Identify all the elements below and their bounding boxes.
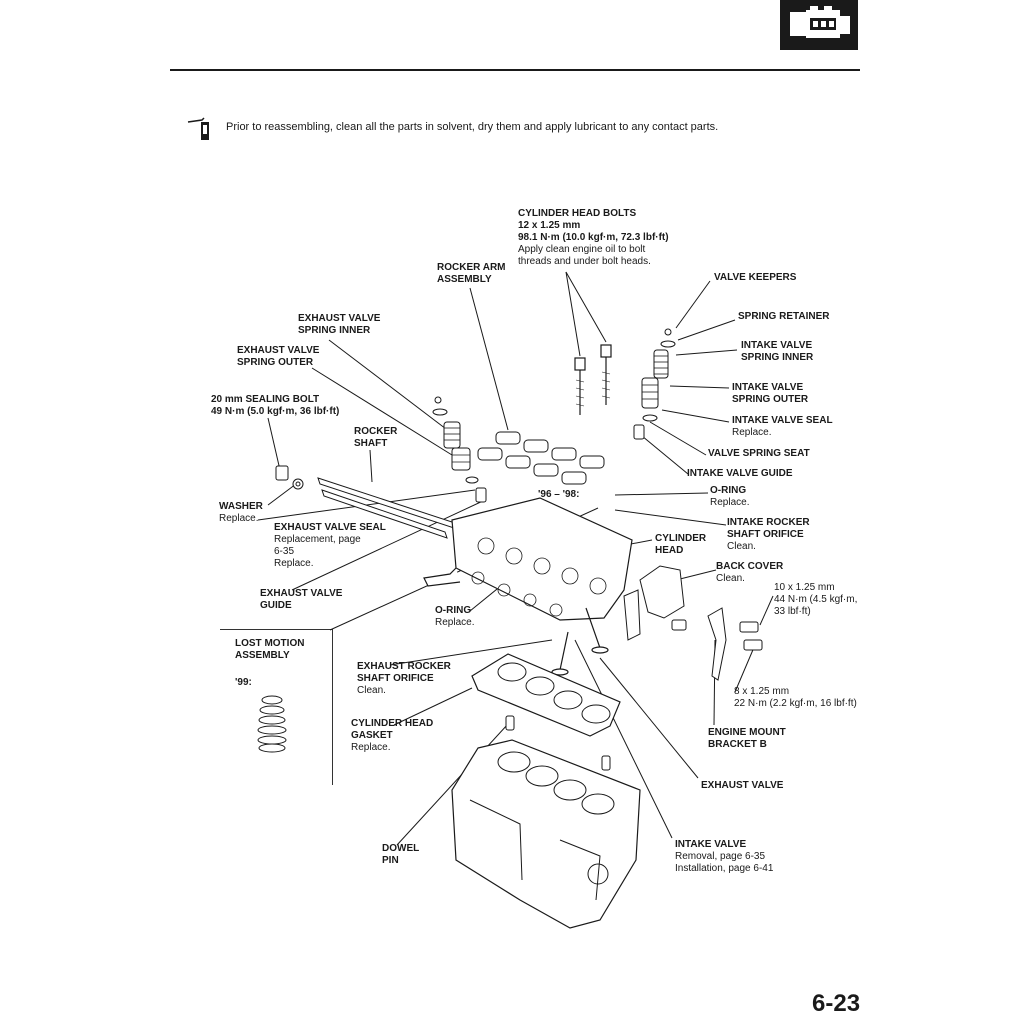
label-dowel-pin: DOWEL PIN bbox=[382, 843, 420, 866]
label-year-96-98: '96 – '98: bbox=[538, 489, 580, 500]
label-exhaust-valve-guide: EXHAUST VALVE GUIDE bbox=[260, 588, 343, 611]
label-intake-rocker-shaft-orifice: INTAKE ROCKER SHAFT ORIFICE Clean. bbox=[727, 517, 810, 552]
tools-note-icon bbox=[187, 117, 209, 140]
label-washer: WASHER Replace. bbox=[219, 501, 263, 524]
engine-icon bbox=[780, 0, 858, 50]
label-exhaust-valve-spring-outer: EXHAUST VALVE SPRING OUTER bbox=[237, 345, 320, 368]
label-exhaust-valve: EXHAUST VALVE bbox=[701, 780, 784, 791]
lost-motion-box bbox=[220, 629, 333, 785]
label-cylinder-head-gasket: CYLINDER HEAD GASKET Replace. bbox=[351, 718, 434, 753]
label-spring-retainer: SPRING RETAINER bbox=[738, 311, 830, 322]
reassembly-note: Prior to reassembling, clean all the par… bbox=[226, 121, 719, 133]
label-intake-valve-spring-outer: INTAKE VALVE SPRING OUTER bbox=[732, 382, 809, 405]
label-lost-motion-year: '99: bbox=[235, 677, 252, 688]
label-intake-valve-guide: INTAKE VALVE GUIDE bbox=[687, 468, 793, 479]
label-bolt-10mm: 10 x 1.25 mm 44 N·m (4.5 kgf·m, 33 lbf·f… bbox=[774, 582, 858, 617]
label-intake-valve-seal: INTAKE VALVE SEAL Replace. bbox=[732, 415, 833, 438]
label-intake-valve: INTAKE VALVE Removal, page 6-35 Installa… bbox=[675, 839, 774, 874]
label-lost-motion-assembly: LOST MOTION ASSEMBLY bbox=[235, 638, 305, 661]
label-cylinder-head-bolts: CYLINDER HEAD BOLTS 12 x 1.25 mm 98.1 N·… bbox=[518, 208, 669, 267]
header-rule bbox=[170, 69, 860, 71]
label-valve-spring-seat: VALVE SPRING SEAT bbox=[708, 448, 810, 459]
label-o-ring-top: O-RING Replace. bbox=[710, 485, 750, 508]
label-rocker-arm-assembly: ROCKER ARM ASSEMBLY bbox=[437, 262, 506, 285]
label-engine-mount-bracket-b: ENGINE MOUNT BRACKET B bbox=[708, 727, 786, 750]
label-valve-keepers: VALVE KEEPERS bbox=[714, 272, 797, 283]
label-exhaust-valve-seal: EXHAUST VALVE SEAL Replacement, page 6-3… bbox=[274, 522, 386, 569]
label-intake-valve-spring-inner: INTAKE VALVE SPRING INNER bbox=[741, 340, 814, 363]
label-exhaust-rocker-shaft-orifice: EXHAUST ROCKER SHAFT ORIFICE Clean. bbox=[357, 661, 451, 696]
page-number: 6-23 bbox=[812, 990, 861, 1017]
label-back-cover: BACK COVER Clean. bbox=[716, 561, 784, 584]
label-cylinder-head: CYLINDER HEAD bbox=[655, 533, 707, 556]
label-rocker-shaft: ROCKER SHAFT bbox=[354, 426, 398, 449]
label-exhaust-valve-spring-inner: EXHAUST VALVE SPRING INNER bbox=[298, 313, 381, 336]
label-o-ring-bottom: O-RING Replace. bbox=[435, 605, 475, 628]
label-sealing-bolt: 20 mm SEALING BOLT 49 N·m (5.0 kgf·m, 36… bbox=[211, 394, 340, 417]
label-bolt-8mm: 8 x 1.25 mm 22 N·m (2.2 kgf·m, 16 lbf·ft… bbox=[734, 686, 857, 709]
